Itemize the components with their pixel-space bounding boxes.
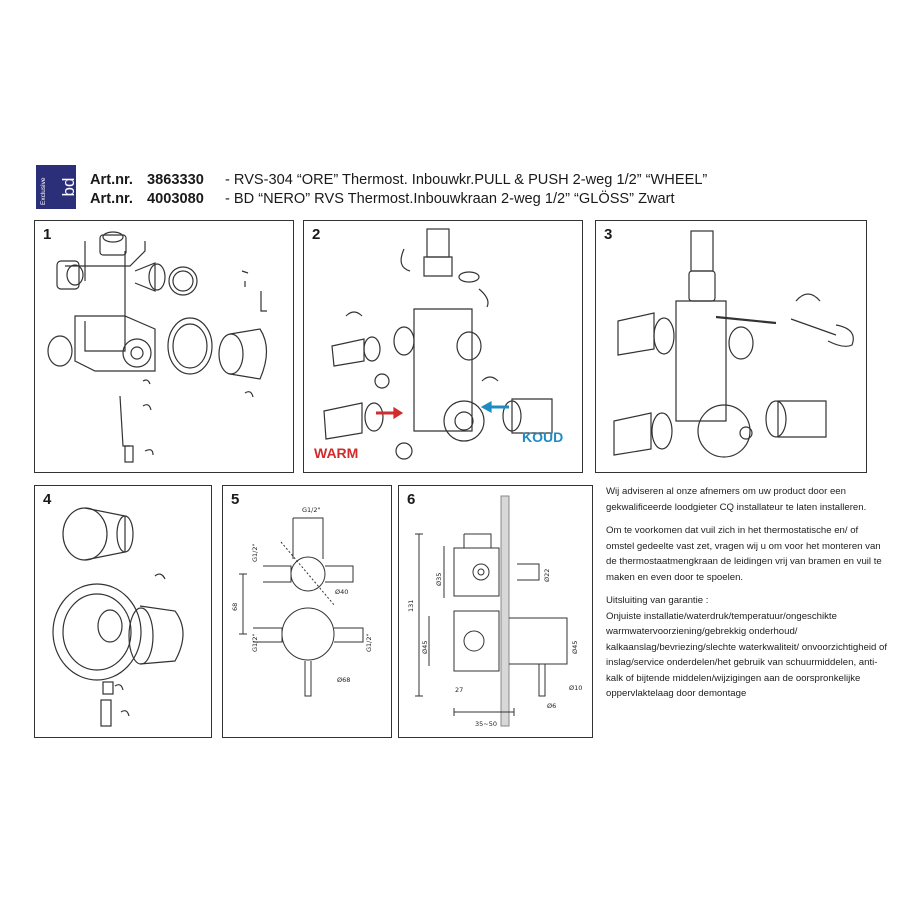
art-description: - RVS-304 “ORE” Thermost. Inbouwkr.PULL … (225, 172, 708, 188)
dim-diameter-10: Ø10 (569, 684, 582, 692)
dim-height-131: 131 (407, 600, 415, 612)
dim-g-top: G1/2" (302, 506, 321, 514)
dim-diameter-45-right: Ø45 (571, 641, 579, 654)
dim-width-27: 27 (455, 686, 463, 694)
step-panel-3: 3 (595, 220, 867, 473)
article-line-2: Art.nr. 4003080 - BD “NERO” RVS Thermost… (90, 190, 707, 209)
dim-diameter-68: Ø68 (337, 676, 350, 684)
art-label: Art.nr. (90, 172, 133, 188)
valve-mounting-illustration (613, 230, 854, 458)
valve-exploded-illustration (47, 231, 268, 463)
warranty-body: Onjuiste installatie/waterdruk/temperatu… (606, 610, 888, 700)
step-panel-6: 6 131 Ø35 Ø22 Ø45 Ø45 27 Ø10 Ø6 35~50 (398, 485, 593, 738)
dimension-drawing-side: 131 Ø35 Ø22 Ø45 Ø45 27 Ø10 Ø6 35~50 (407, 495, 582, 728)
step-number: 1 (43, 226, 52, 243)
handle-fitting-illustration (52, 507, 184, 727)
step-number: 5 (231, 491, 240, 508)
dim-height-68: 68 (231, 603, 239, 611)
step-panel-1: 1 (34, 220, 294, 473)
step-number: 6 (407, 491, 416, 508)
koud-label: KOUD (522, 429, 564, 445)
dim-g-right-bottom: G1/2" (365, 634, 373, 653)
dim-g-left-bottom: G1/2" (251, 634, 259, 653)
art-label: Art.nr. (90, 191, 133, 207)
logo-text: Exclusive (40, 177, 47, 205)
step-panel-2: 2 WARM KOUD (303, 220, 583, 473)
warm-label: WARM (314, 445, 359, 461)
dim-diameter-40: Ø40 (335, 588, 348, 596)
art-number: 3863330 (147, 172, 204, 188)
dim-width-35-50: 35~50 (475, 720, 497, 728)
article-line-1: Art.nr. 3863330 - RVS-304 “ORE” Thermost… (90, 171, 707, 190)
dim-diameter-6: Ø6 (547, 702, 556, 710)
dimension-drawing-front: G1/2" G1/2" 68 G1/2" G1/2" Ø40 Ø68 (231, 506, 373, 697)
note-flush-pipes: Om te voorkomen dat vuil zich in het the… (606, 525, 882, 583)
step-number: 2 (312, 226, 321, 243)
article-header: Art.nr. 3863330 - RVS-304 “ORE” Thermost… (90, 171, 707, 209)
note-advice: Wij adviseren al onze afnemers om uw pro… (606, 486, 867, 513)
step-number: 3 (604, 226, 613, 243)
installation-notes: Wij adviseren al onze afnemers om uw pro… (606, 484, 888, 702)
step-panel-5: 5 G1/2" G1/2" 68 G1/2" G1/2" Ø40 Ø68 (222, 485, 392, 738)
brand-logo: Exclusive bd (36, 165, 76, 209)
dim-diameter-35: Ø35 (435, 573, 443, 586)
valve-connection-illustration (323, 228, 553, 460)
step-panel-4: 4 (34, 485, 212, 738)
art-description: - BD “NERO” RVS Thermost.Inbouwkraan 2-w… (225, 191, 675, 207)
dim-diameter-22: Ø22 (543, 569, 551, 582)
dim-g-left-top: G1/2" (251, 544, 259, 563)
logo-mark: bd (59, 178, 76, 197)
dim-diameter-45-left: Ø45 (421, 641, 429, 654)
art-number: 4003080 (147, 191, 204, 207)
warranty-title: Uitsluiting van garantie : (606, 595, 709, 606)
step-number: 4 (43, 491, 52, 508)
